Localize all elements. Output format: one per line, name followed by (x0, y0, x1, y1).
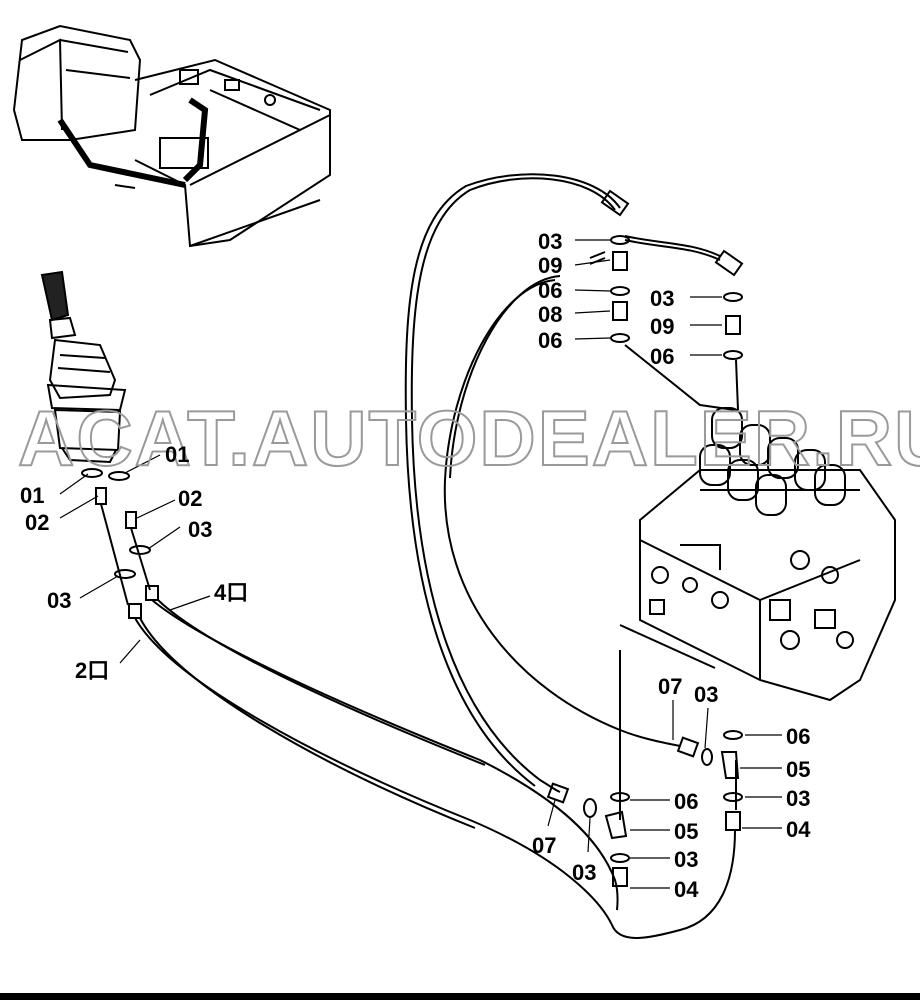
label-top-09: 09 (538, 253, 562, 278)
excavator-illustration (12, 24, 331, 248)
label-top-06-b: 06 (538, 328, 562, 353)
label-top-08: 08 (538, 302, 562, 327)
label-bottom-05-a: 05 (786, 757, 810, 782)
label-bottom-03-a: 03 (694, 682, 718, 707)
label-port-4: 4口 (214, 580, 248, 605)
label-bottom-07-b: 07 (532, 833, 556, 858)
label-top-03: 03 (538, 229, 562, 254)
label-bottom-03-c: 03 (572, 860, 596, 885)
left-fittings (81, 468, 159, 619)
hoses (134, 173, 737, 939)
label-bottom-04-b: 04 (674, 877, 699, 902)
watermark-text: ACAT.AUTODEALER.RU (18, 394, 920, 482)
label-bottom-03-d: 03 (674, 847, 698, 872)
label-bottom-03-b: 03 (786, 786, 810, 811)
top-fittings (589, 189, 744, 411)
bottom-fittings (546, 730, 743, 887)
label-right-03: 03 (650, 286, 674, 311)
label-top-06-a: 06 (538, 278, 562, 303)
label-02-right: 02 (178, 486, 202, 511)
label-03-left: 03 (47, 588, 71, 613)
bottom-border (0, 993, 920, 1000)
label-01-upper: 01 (165, 442, 189, 467)
label-right-06: 06 (650, 344, 674, 369)
label-bottom-06-a: 06 (786, 724, 810, 749)
bottom-leaders (547, 700, 782, 889)
joystick-control (40, 270, 127, 464)
label-bottom-07-a: 07 (658, 674, 682, 699)
label-bottom-06-b: 06 (674, 789, 698, 814)
label-02-left: 02 (25, 510, 49, 535)
left-leaders (59, 454, 211, 664)
label-03-right: 03 (188, 517, 212, 542)
control-valve (619, 407, 896, 702)
label-bottom-05-b: 05 (674, 819, 698, 844)
top-leaders (574, 239, 722, 356)
label-01-lower: 01 (20, 483, 44, 508)
label-port-2: 2口 (75, 658, 109, 683)
label-right-09: 09 (650, 314, 674, 339)
label-bottom-04-a: 04 (786, 817, 811, 842)
